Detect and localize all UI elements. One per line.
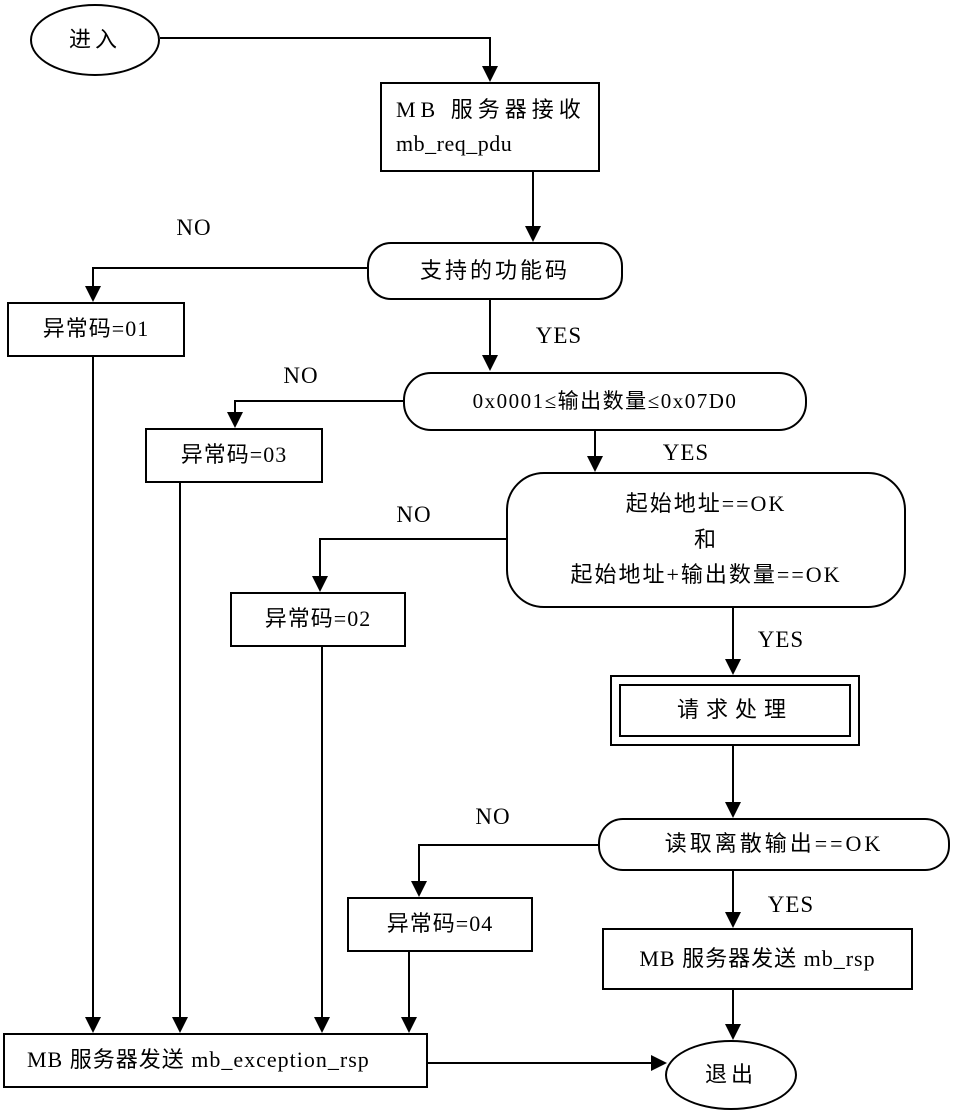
edge-read-no-to-exception04: [411, 844, 598, 897]
exit-label: 退出: [704, 1061, 757, 1087]
edge-exception01-to-send-exception: [85, 357, 101, 1033]
edge-function-yes-to-quantity-check: [482, 300, 498, 371]
edge-process-to-read-check: [725, 746, 741, 818]
quantity-yes-label: YES: [662, 440, 710, 465]
send-response-box: MB 服务器发送 mb_rsp: [602, 928, 913, 990]
process-request-label: 请求处理: [676, 697, 793, 723]
receive-request-box: MB 服务器接收 mb_req_pdu: [380, 82, 600, 172]
send-response-label: MB 服务器发送 mb_rsp: [639, 945, 876, 971]
function-code-no-label: NO: [176, 215, 212, 240]
edge-exception03-to-send-exception: [172, 483, 188, 1033]
send-exception-response-label: MB 服务器发送 mb_exception_rsp: [27, 1047, 370, 1073]
output-quantity-decision-label: 0x0001≤输出数量≤0x07D0: [472, 388, 738, 413]
exception-code-02-box: 异常码=02: [230, 592, 406, 647]
output-quantity-decision: 0x0001≤输出数量≤0x07D0: [403, 372, 807, 431]
edge-send-response-to-exit: [725, 990, 741, 1040]
start-terminator: 进入: [30, 4, 160, 76]
edge-quantity-no-to-exception03: [227, 400, 403, 428]
edge-address-yes-to-process: [725, 608, 741, 675]
start-label: 进入: [68, 26, 121, 52]
read-discrete-output-decision-label: 读取离散输出==OK: [664, 831, 884, 857]
function-code-decision-label: 支持的功能码: [419, 257, 570, 283]
edge-read-yes-to-send-response: [725, 871, 741, 928]
edge-exception02-to-send-exception: [314, 647, 330, 1033]
exception-code-01-label: 异常码=01: [42, 316, 150, 342]
process-request-inner-border: 请求处理: [619, 684, 851, 737]
edge-quantity-yes-to-address-check: [587, 431, 603, 472]
edge-exception04-to-send-exception: [401, 952, 417, 1033]
start-address-decision-line1: 起始地址==OK: [625, 491, 787, 517]
quantity-no-label: NO: [283, 363, 319, 388]
receive-request-line1: MB 服务器接收: [396, 96, 586, 122]
edge-address-no-to-exception02: [312, 538, 506, 592]
read-discrete-output-decision: 读取离散输出==OK: [598, 818, 950, 871]
exception-code-01-box: 异常码=01: [7, 302, 185, 357]
address-no-label: NO: [396, 502, 432, 527]
exception-code-02-label: 异常码=02: [264, 606, 372, 632]
start-address-decision-line3: 起始地址+输出数量==OK: [570, 562, 842, 588]
function-code-yes-label: YES: [535, 323, 583, 348]
send-exception-response-box: MB 服务器发送 mb_exception_rsp: [3, 1033, 428, 1088]
edge-start-to-receive: [160, 37, 498, 82]
exception-code-03-label: 异常码=03: [180, 442, 288, 468]
function-code-decision: 支持的功能码: [367, 242, 623, 300]
exception-code-03-box: 异常码=03: [145, 428, 323, 483]
exit-terminator: 退出: [665, 1040, 797, 1110]
read-output-no-label: NO: [475, 804, 511, 829]
exception-code-04-box: 异常码=04: [347, 897, 533, 952]
address-yes-label: YES: [757, 627, 805, 652]
edge-receive-to-function-check: [525, 172, 541, 242]
receive-request-line2: mb_req_pdu: [396, 131, 513, 156]
read-output-yes-label: YES: [767, 892, 815, 917]
exception-code-04-label: 异常码=04: [386, 911, 494, 937]
start-address-decision: 起始地址==OK 和 起始地址+输出数量==OK: [506, 472, 906, 608]
edge-send-exception-to-exit: [428, 1055, 667, 1071]
start-address-decision-line2: 和: [693, 526, 718, 552]
process-request-box: 请求处理: [610, 675, 860, 746]
edge-function-no-to-exception01: [85, 267, 367, 302]
